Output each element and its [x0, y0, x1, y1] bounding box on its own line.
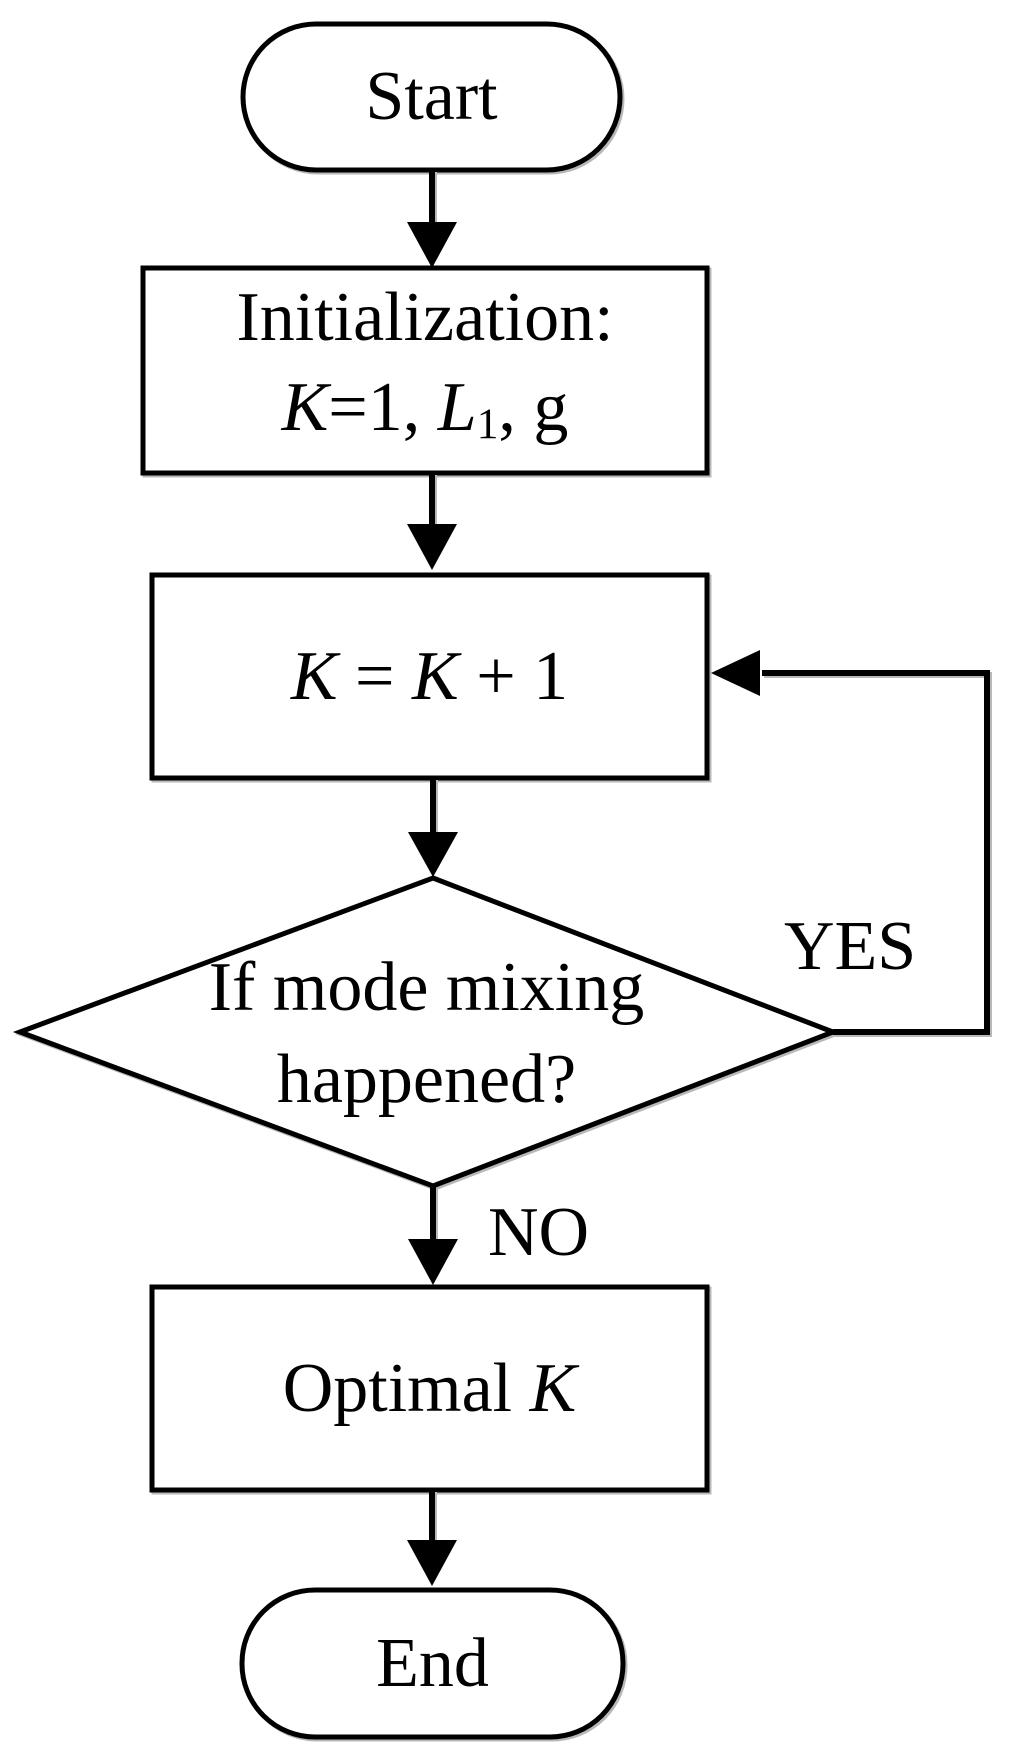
optimal-node-label: Optimal K [152, 1287, 707, 1490]
initialization-process-box [140, 265, 710, 476]
arrowhead-into-optimal [408, 1239, 458, 1285]
yes-loopback-line [762, 670, 990, 1035]
arrowhead-loopback-into-increment [711, 650, 760, 696]
yes-branch-label: YES [784, 908, 917, 985]
arrowhead-into-end [407, 1540, 457, 1586]
decision-node-label: If mode mixing happened? [20, 942, 833, 1126]
optimal-expression: Optimal K [282, 1349, 577, 1427]
increment-node-label: K = K + 1 [152, 575, 707, 778]
start-node-label: Start [243, 24, 620, 170]
decision-question-line2: happened? [276, 1041, 577, 1118]
initialization-expression: K=1, L1, g [281, 368, 569, 448]
no-branch-label: NO [488, 1194, 590, 1271]
optimal-process-box [149, 1284, 710, 1493]
decision-question-line1: If mode mixing [208, 949, 645, 1026]
initialization-node-label: Initialization: K=1, L1, g [143, 268, 707, 473]
increment-process-box [149, 572, 710, 781]
end-text: End [376, 1624, 489, 1702]
arrowhead-into-decision [408, 832, 458, 877]
initialization-title: Initialization: [236, 278, 614, 356]
increment-expression: K = K + 1 [290, 637, 569, 715]
arrowhead-into-increment [407, 524, 457, 570]
start-text: Start [365, 58, 498, 135]
end-node-label: End [242, 1590, 623, 1737]
arrowhead-into-init [407, 222, 457, 268]
end-terminator-shape [239, 1587, 626, 1740]
